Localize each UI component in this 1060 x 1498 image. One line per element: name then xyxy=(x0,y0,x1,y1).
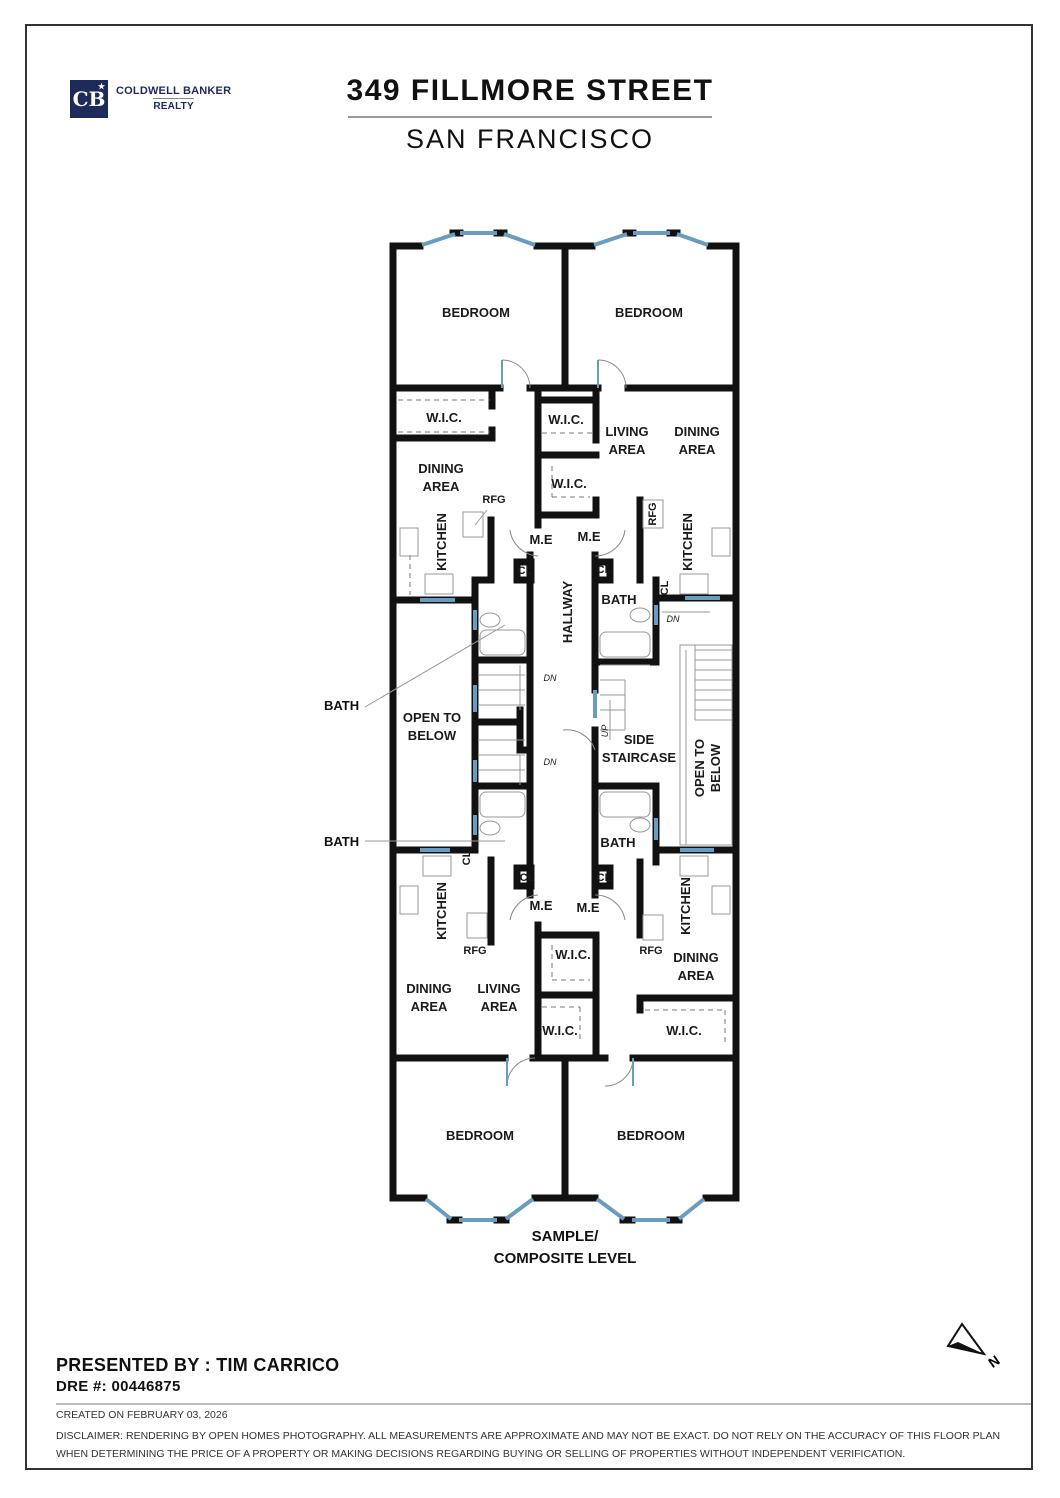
room-bath: BATH xyxy=(601,592,637,607)
room-bedroom-bottom-right: BEDROOM xyxy=(617,1128,685,1143)
brand-name-line1: COLDWELL BANKER xyxy=(116,85,232,97)
room-bedroom-top-right: BEDROOM xyxy=(615,305,683,320)
room-wic: W.I.C. xyxy=(542,1023,578,1038)
room-mechanical: M.E xyxy=(576,900,600,915)
room-living-area: LIVING xyxy=(605,424,649,439)
page-border xyxy=(25,24,1033,1470)
room-side-staircase: SIDE xyxy=(623,732,655,747)
page-subtitle: SAN FRANCISCO xyxy=(405,124,655,154)
room-living-area: LIVING xyxy=(477,981,521,996)
svg-text:N: N xyxy=(985,1352,1002,1371)
room-wic: W.I.C. xyxy=(426,410,462,425)
label-refrigerator: RFG xyxy=(647,502,659,526)
room-kitchen: KITCHEN xyxy=(434,882,449,940)
room-closet: CL xyxy=(517,565,533,577)
room-bath: BATH xyxy=(600,835,636,850)
level-label-line1: SAMPLE/ xyxy=(531,1228,599,1245)
created-date: CREATED ON FEBRUARY 03, 2026 xyxy=(56,1409,228,1421)
star-icon: ★ xyxy=(97,81,105,91)
room-wic: W.I.C. xyxy=(548,412,584,427)
room-open-to-below: OPEN TO xyxy=(402,710,462,725)
north-arrow-icon: N xyxy=(946,1322,1003,1371)
brand-name: COLDWELL BANKER REALTY xyxy=(116,85,231,113)
label-stair-down: DN xyxy=(666,614,680,624)
room-dining-area-line2: AREA xyxy=(677,968,715,983)
room-dining-area-line2: AREA xyxy=(410,999,448,1014)
room-kitchen: KITCHEN xyxy=(434,513,449,571)
callout-bath-lower: BATH xyxy=(324,834,360,849)
room-living-area-line2: AREA xyxy=(608,442,646,457)
level-label-line2: COMPOSITE LEVEL xyxy=(493,1250,637,1267)
room-dining-area-line2: AREA xyxy=(422,479,460,494)
room-dining-area: DINING xyxy=(418,461,464,476)
label-stair-up: UP xyxy=(600,724,610,738)
disclaimer: DISCLAIMER: RENDERING BY OPEN HOMES PHOT… xyxy=(56,1430,1001,1460)
room-bedroom-top-left: BEDROOM xyxy=(442,305,510,320)
room-hallway: HALLWAY xyxy=(560,580,575,644)
room-living-area-line2: AREA xyxy=(480,999,518,1014)
dre-number: DRE #: 00446875 xyxy=(56,1378,181,1395)
label-stair-down: DN xyxy=(543,757,557,767)
room-mechanical: M.E xyxy=(577,529,601,544)
room-side-staircase-line2: STAIRCASE xyxy=(601,750,677,765)
room-bedroom-bottom-left: BEDROOM xyxy=(446,1128,514,1143)
room-dining-area-line2: AREA xyxy=(678,442,716,457)
presented-by: PRESENTED BY : TIM CARRICO xyxy=(56,1355,340,1375)
label-stair-down: DN xyxy=(543,673,557,683)
room-wic: W.I.C. xyxy=(666,1023,702,1038)
room-open-to-below-line2: BELOW xyxy=(407,728,457,743)
label-refrigerator: RFG xyxy=(639,945,663,957)
level-label: SAMPLE/ COMPOSITE LEVEL xyxy=(440,1226,690,1270)
page-title: 349 FILLMORE STREET xyxy=(346,74,714,107)
room-closet: CL xyxy=(659,580,671,596)
room-dining-area: DINING xyxy=(406,981,452,996)
footer-divider xyxy=(56,1403,1031,1405)
room-closet: CL xyxy=(596,564,612,576)
room-kitchen: KITCHEN xyxy=(680,513,695,571)
label-refrigerator: RFG xyxy=(463,945,487,957)
room-closet: CL xyxy=(596,872,612,884)
brand-name-line2: REALTY xyxy=(153,98,194,113)
callout-bath-upper: BATH xyxy=(324,698,360,713)
room-closet: CL xyxy=(461,850,473,866)
room-kitchen: KITCHEN xyxy=(678,877,693,935)
logo-mark: CB★ xyxy=(70,80,108,118)
room-mechanical: M.E xyxy=(529,532,553,547)
room-mechanical: M.E xyxy=(529,898,553,913)
label-refrigerator: RFG xyxy=(482,494,506,506)
brand-logo: CB★ COLDWELL BANKER REALTY xyxy=(70,80,231,118)
room-wic: W.I.C. xyxy=(555,947,591,962)
title-divider xyxy=(348,116,712,118)
room-dining-area: DINING xyxy=(674,424,720,439)
room-wic: W.I.C. xyxy=(551,476,587,491)
room-closet: CL xyxy=(519,872,535,884)
room-open-to-below: OPEN TO BELOW xyxy=(692,738,723,798)
room-dining-area: DINING xyxy=(673,950,719,965)
logo-mark-text: CB xyxy=(72,87,106,111)
